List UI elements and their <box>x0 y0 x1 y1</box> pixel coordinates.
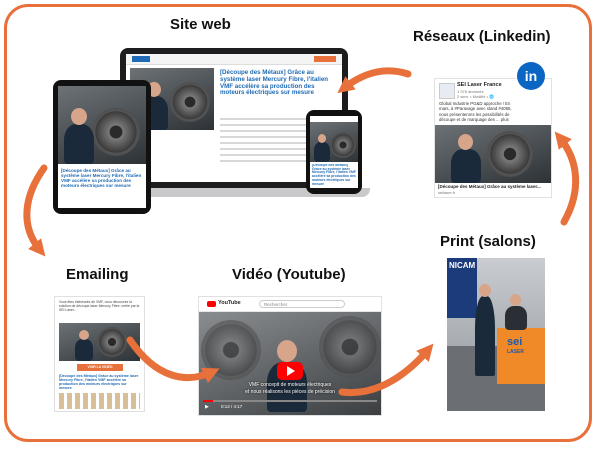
outer-frame <box>4 4 592 442</box>
youtube-progress-fill <box>203 400 214 402</box>
text-line <box>220 136 318 138</box>
arrow-tablet-to-emailing <box>23 164 48 257</box>
print-trade-show-photo: NICAM sei LASER <box>447 258 545 411</box>
booth-counter: sei LASER <box>497 328 545 384</box>
tablet-screen-content: [Découpe des Métaux] Grâce au système la… <box>58 86 146 208</box>
booth-sub: LASER <box>507 349 524 355</box>
text-line <box>220 154 330 156</box>
site-cta-button <box>314 56 336 62</box>
rotor-disc-image <box>170 82 210 122</box>
label-print: Print (salons) <box>440 233 536 250</box>
linkedin-post-image <box>435 125 551 183</box>
youtube-progress-track[interactable] <box>203 400 377 402</box>
youtube-logo-icon <box>207 301 216 307</box>
linkedin-link-domain: seilaser.fr <box>438 190 456 195</box>
email-photo <box>59 323 140 361</box>
arrow-print-to-linkedin <box>554 131 580 226</box>
text-line <box>220 130 332 132</box>
text-line <box>220 160 310 162</box>
arrow-emailing-to-video <box>126 336 220 384</box>
youtube-play-control-icon[interactable]: ▶ <box>205 404 209 410</box>
phone-screen-content: [Découpe des Métaux] Grâce au système la… <box>310 116 358 188</box>
banner-left: NICAM <box>447 258 477 318</box>
rotor-disc-image <box>330 132 356 158</box>
youtube-search-input[interactable]: Rechercher <box>259 300 345 308</box>
person-figure <box>75 339 93 361</box>
person-figure <box>64 124 94 164</box>
linkedin-post-card: SEI Laser France 1 976 abonnés 2 sem. • … <box>434 78 552 198</box>
email-cta-button[interactable]: VOIR LA VIDÉO <box>77 364 123 371</box>
arrow-linkedin-to-site <box>337 67 412 94</box>
phone-article-headline: [Découpe des Métaux] Grâce au système la… <box>312 164 356 186</box>
youtube-play-button-icon[interactable] <box>277 362 303 380</box>
email-parts-image <box>59 393 140 409</box>
linkedin-link-title: [Découpe des Métaux] Grâce au système la… <box>438 184 541 189</box>
text-line <box>220 142 328 144</box>
phone-article-photo <box>310 122 358 162</box>
linkedin-post-text: Global Industrie PG&D approche ! En mars… <box>439 101 512 123</box>
person-head <box>277 340 297 362</box>
person-head <box>479 284 491 297</box>
linkedin-company-name: SEI Laser France <box>457 82 502 88</box>
youtube-brand: YouTube <box>218 300 241 306</box>
person-head <box>318 134 326 143</box>
youtube-subtitle-line2: et nous réalisons les pièces de précisio… <box>245 389 335 395</box>
laptop-article-headline: [Découpe des Métaux] Grâce au système la… <box>220 69 329 97</box>
rotor-disc-image <box>319 316 381 378</box>
arrow-video-to-print <box>338 343 434 397</box>
tablet-article-photo <box>58 86 146 164</box>
phone-device: [Découpe des Métaux] Grâce au système la… <box>306 110 362 194</box>
person-head <box>71 108 87 125</box>
linkedin-meta: 2 sem. • Modifié • 🌐 <box>457 94 495 99</box>
person-figure <box>314 142 330 162</box>
label-video: Vidéo (Youtube) <box>232 266 346 283</box>
youtube-player-window: YouTube Rechercher VMF concepit de moteu… <box>198 296 382 416</box>
booth-brand: sei <box>507 336 523 348</box>
label-site-web: Site web <box>170 16 231 33</box>
tablet-device: [Découpe des Métaux] Grâce au système la… <box>53 80 151 214</box>
laptop-base <box>98 188 370 197</box>
label-reseaux: Réseaux (Linkedin) <box>413 28 551 45</box>
person-figure <box>505 306 527 330</box>
person-figure <box>451 149 481 183</box>
person-head <box>79 330 89 340</box>
linkedin-followers: 1 976 abonnés <box>457 89 484 94</box>
rotor-disc-image <box>92 108 140 156</box>
youtube-time: 0:14 / 4:17 <box>221 404 243 409</box>
youtube-video-frame[interactable]: VMF concepit de moteurs électriques et n… <box>199 312 381 415</box>
rotor-disc-image <box>487 131 533 177</box>
site-logo <box>132 56 150 62</box>
rotor-disc-image <box>97 327 127 357</box>
person-head <box>458 134 473 150</box>
text-line <box>220 118 330 120</box>
email-intro-text: Vous êtes intéressés de VMF, vous découv… <box>59 300 140 313</box>
company-avatar <box>439 83 455 99</box>
person-figure <box>475 296 495 376</box>
linkedin-logo-icon: in <box>517 62 545 90</box>
browser-toolbar <box>126 54 342 65</box>
tablet-article-headline: [Découpe des Métaux] Grâce au système la… <box>61 168 142 189</box>
email-preview: Vous êtes intéressés de VMF, vous découv… <box>54 296 145 412</box>
person-head <box>510 294 521 306</box>
email-article-headline: [Découpe des Métaux] Grâce au système la… <box>59 374 139 390</box>
text-line <box>220 148 320 150</box>
youtube-subtitle-line1: VMF concepit de moteurs électriques <box>248 382 332 388</box>
label-emailing: Emailing <box>66 266 129 283</box>
text-line <box>220 124 324 126</box>
